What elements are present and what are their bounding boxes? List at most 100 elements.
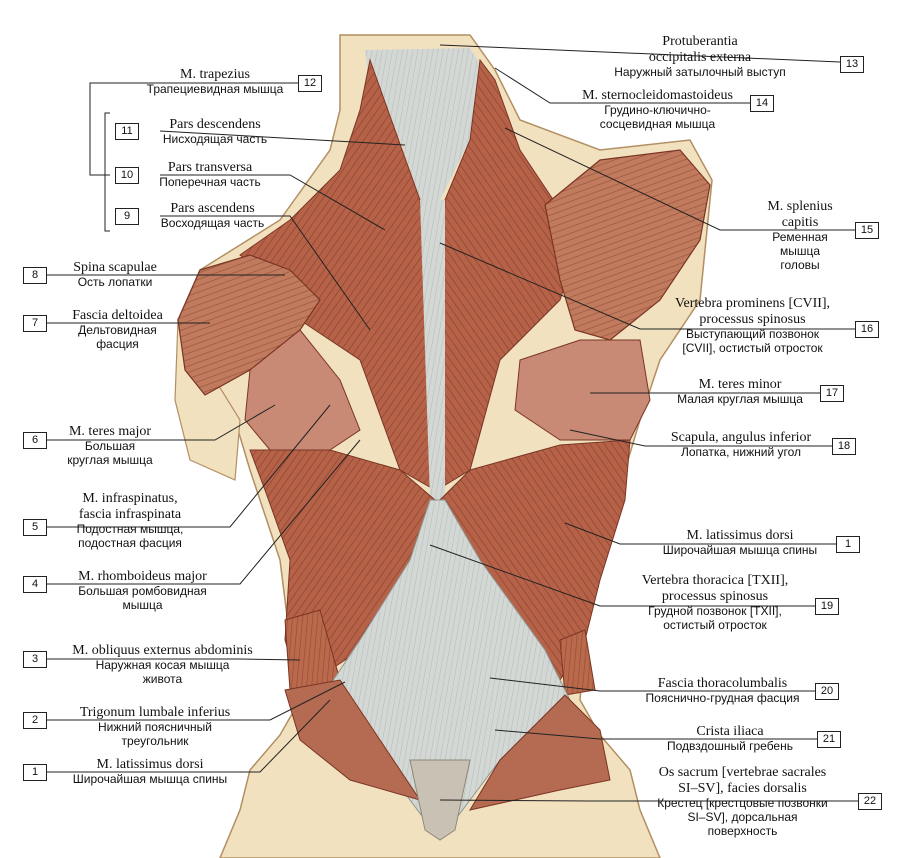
label-protuberantia: Protuberantia occipitalis externa Наружн… bbox=[595, 34, 805, 80]
number-box-18: 18 bbox=[832, 438, 856, 455]
label-latissimus-dorsi-left: M. latissimus dorsi Широчайшая мышца спи… bbox=[55, 757, 245, 787]
label-vertebra-prominens: Vertebra prominens [CVII], processus spi… bbox=[650, 296, 855, 356]
label-teres-major: M. teres major Большая круглая мышца bbox=[55, 424, 165, 468]
label-vertebra-prominens-russian-2: [CVII], остистый отросток bbox=[682, 340, 823, 355]
oblique-right bbox=[559, 629, 596, 696]
label-crista-iliaca: Crista iliaca Подвздошный гребень bbox=[645, 724, 815, 754]
label-rhomboideus-major-latin: M. rhomboideus major bbox=[78, 569, 207, 584]
label-fascia-deltoidea-russian-2: фасция bbox=[96, 336, 139, 351]
label-trapezius: M. trapezius Трапециевидная мышца bbox=[130, 67, 300, 97]
number-box-22: 22 bbox=[858, 793, 882, 810]
label-vertebra-thoracica-russian-1: Грудной позвонок [TXII], bbox=[648, 604, 782, 619]
label-scapula-angulus: Scapula, angulus inferior Лопатка, нижни… bbox=[650, 430, 832, 460]
number-box-20: 20 bbox=[815, 683, 839, 700]
label-crista-iliaca-russian: Подвздошный гребень bbox=[667, 739, 793, 754]
label-os-sacrum-russian-2: SI–SV], дорсальная bbox=[687, 809, 798, 824]
label-splenius-capitis-russian-1: Ременная bbox=[772, 230, 828, 245]
label-vertebra-prominens-latin-1: Vertebra prominens [CVII], bbox=[674, 296, 831, 311]
label-splenius-capitis-latin-2: capitis bbox=[781, 215, 819, 231]
label-latissimus-dorsi-right: M. latissimus dorsi Широчайшая мышца спи… bbox=[645, 528, 835, 558]
label-os-sacrum-russian-3: поверхность bbox=[707, 823, 778, 838]
label-vertebra-thoracica-latin-2: processus spinosus bbox=[661, 589, 769, 605]
number-box-2: 2 bbox=[23, 712, 47, 729]
label-splenius-capitis-russian-2: мышца bbox=[779, 243, 821, 258]
number-box-15: 15 bbox=[855, 222, 879, 239]
label-infraspinatus-russian-1: Подостная мышца, bbox=[76, 522, 184, 537]
teres-right bbox=[514, 339, 651, 441]
label-infraspinatus-latin-1: M. infraspinatus, bbox=[82, 491, 178, 506]
number-box-21: 21 bbox=[817, 731, 841, 748]
trapezius-right bbox=[436, 58, 581, 491]
number-box-1: 1 bbox=[23, 764, 47, 781]
label-scapula-angulus-russian: Лопатка, нижний угол bbox=[680, 445, 802, 460]
label-fascia-deltoidea: Fascia deltoidea Дельтовидная фасция bbox=[55, 308, 180, 352]
label-trigonum-lumbale-russian-1: Нижний поясничный bbox=[98, 720, 212, 735]
number-box-1-right: 1 bbox=[836, 536, 860, 553]
label-teres-minor-russian: Малая круглая мышца bbox=[677, 392, 803, 407]
deltoid-right bbox=[544, 149, 711, 341]
label-fascia-deltoidea-latin: Fascia deltoidea bbox=[72, 308, 163, 323]
label-pars-transversa-latin: Pars transversa bbox=[167, 160, 253, 175]
label-fascia-thoracolumbalis: Fascia thoracolumbalis Пояснично-грудная… bbox=[630, 676, 815, 706]
label-sternocleidomastoideus: M. sternocleidomastoideus Грудино-ключич… bbox=[565, 88, 750, 132]
label-obliquus-externus-russian-2: живота bbox=[142, 671, 183, 686]
label-pars-descendens-russian: Нисходящая часть bbox=[162, 132, 268, 147]
label-os-sacrum-latin-1: Os sacrum [vertebrae sacrales bbox=[658, 765, 827, 780]
number-box-19: 19 bbox=[815, 598, 839, 615]
label-teres-major-russian-2: круглая мышца bbox=[67, 452, 153, 467]
number-box-6: 6 bbox=[23, 432, 47, 449]
label-pars-ascendens-latin: Pars ascendens bbox=[170, 201, 255, 216]
label-crista-iliaca-latin: Crista iliaca bbox=[696, 724, 764, 739]
number-box-3: 3 bbox=[23, 651, 47, 668]
label-pars-ascendens-russian: Восходящая часть bbox=[160, 216, 265, 231]
label-latissimus-dorsi-left-latin: M. latissimus dorsi bbox=[96, 757, 204, 772]
label-fascia-deltoidea-russian-1: Дельтовидная bbox=[78, 323, 157, 338]
label-infraspinatus: M. infraspinatus, fascia infraspinata По… bbox=[55, 491, 205, 551]
label-rhomboideus-major-russian-1: Большая ромбовидная bbox=[78, 584, 207, 599]
label-sternocleidomastoideus-latin: M. sternocleidomastoideus bbox=[582, 88, 733, 103]
label-pars-transversa-russian: Поперечная часть bbox=[159, 175, 261, 190]
label-spina-scapulae: Spina scapulae Ость лопатки bbox=[60, 260, 170, 290]
number-box-17: 17 bbox=[820, 385, 844, 402]
neck-fascia bbox=[365, 48, 490, 200]
label-infraspinatus-latin-2: fascia infraspinata bbox=[78, 507, 182, 523]
label-obliquus-externus-russian-1: Наружная косая мышца bbox=[95, 658, 230, 673]
label-sternocleidomastoideus-russian-2: сосцевидная мышца bbox=[599, 116, 716, 131]
label-protuberantia-latin-2: occipitalis externa bbox=[648, 50, 752, 66]
label-trigonum-lumbale-russian-2: треугольник bbox=[121, 733, 189, 748]
label-spina-scapulae-russian: Ость лопатки bbox=[77, 275, 153, 290]
number-box-12: 12 bbox=[298, 75, 322, 92]
label-latissimus-dorsi-right-latin: M. latissimus dorsi bbox=[686, 528, 794, 543]
label-splenius-capitis-latin-1: M. splenius bbox=[767, 199, 833, 214]
label-vertebra-prominens-russian-1: Выступающий позвонок bbox=[685, 327, 820, 342]
label-sternocleidomastoideus-russian-1: Грудино-ключично- bbox=[604, 103, 711, 118]
label-trapezius-russian: Трапециевидная мышца bbox=[146, 82, 284, 97]
label-pars-transversa: Pars transversa Поперечная часть bbox=[150, 160, 270, 190]
label-pars-descendens-latin: Pars descendens bbox=[169, 117, 261, 132]
spine-fascia bbox=[420, 200, 445, 500]
label-obliquus-externus: M. obliquus externus abdominis Наружная … bbox=[55, 643, 270, 687]
label-trapezius-latin: M. trapezius bbox=[180, 67, 250, 82]
number-box-11: 11 bbox=[115, 123, 139, 140]
number-box-14: 14 bbox=[750, 95, 774, 112]
gluteal-right bbox=[468, 694, 611, 811]
label-os-sacrum: Os sacrum [vertebrae sacrales SI–SV], fa… bbox=[630, 765, 855, 839]
number-box-13: 13 bbox=[840, 56, 864, 73]
label-rhomboideus-major: M. rhomboideus major Большая ромбовидная… bbox=[55, 569, 230, 613]
label-spina-scapulae-latin: Spina scapulae bbox=[73, 260, 157, 275]
number-box-16: 16 bbox=[855, 321, 879, 338]
label-vertebra-prominens-latin-2: processus spinosus bbox=[699, 312, 806, 328]
label-rhomboideus-major-russian-2: мышца bbox=[122, 597, 163, 612]
label-os-sacrum-russian-1: Крестец [крестцовые позвонки bbox=[657, 796, 828, 811]
label-protuberantia-russian: Наружный затылочный выступ bbox=[614, 65, 786, 80]
label-fascia-thoracolumbalis-latin: Fascia thoracolumbalis bbox=[657, 676, 788, 691]
label-latissimus-dorsi-left-russian: Широчайшая мышца спины bbox=[72, 772, 228, 787]
number-box-4: 4 bbox=[23, 576, 47, 593]
label-infraspinatus-russian-2: подостная фасция bbox=[78, 535, 182, 550]
label-trigonum-lumbale: Trigonum lumbale inferius Нижний пояснич… bbox=[55, 705, 255, 749]
label-vertebra-thoracica: Vertebra thoracica [TXII], processus spi… bbox=[615, 573, 815, 633]
label-os-sacrum-latin-2: SI–SV], facies dorsalis bbox=[678, 781, 807, 797]
number-box-7: 7 bbox=[23, 315, 47, 332]
